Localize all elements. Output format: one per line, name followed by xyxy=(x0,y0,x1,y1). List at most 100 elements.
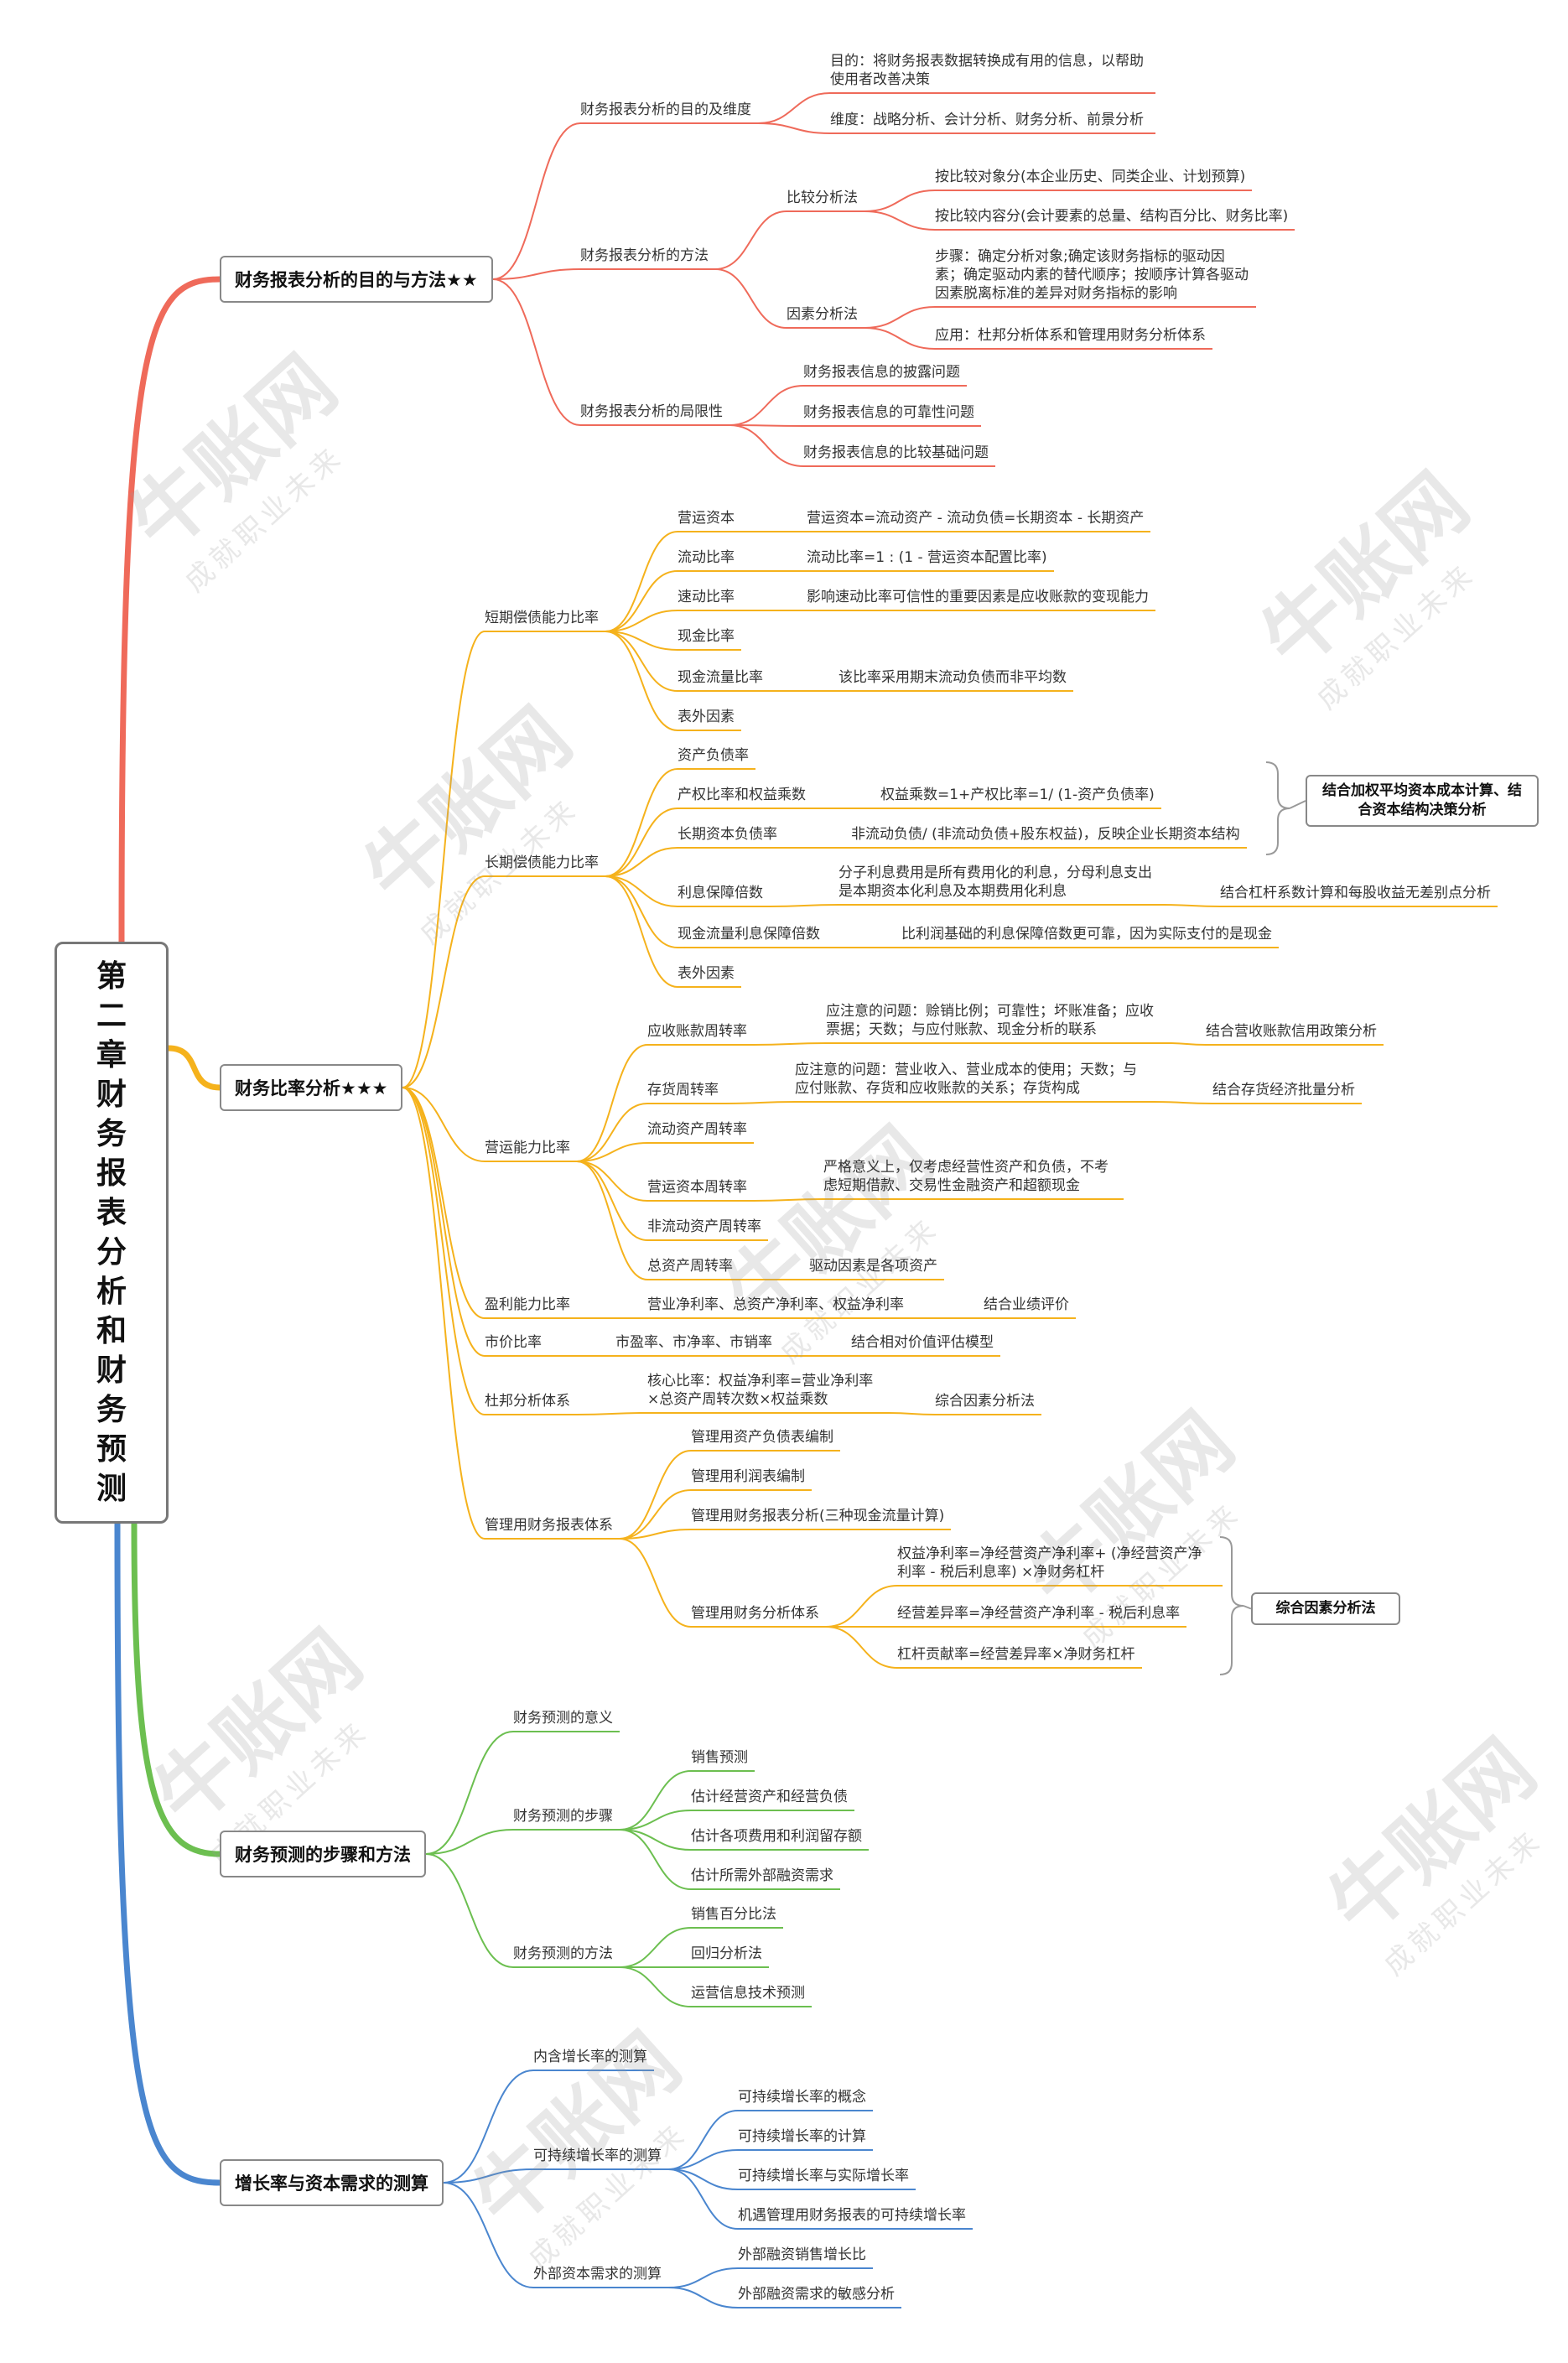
node-comparative-method[interactable]: 比较分析法 xyxy=(787,190,858,206)
item-equity-multiplier[interactable]: 产权比率和权益乘数 xyxy=(678,787,806,803)
item-total-assets-turnover[interactable]: 总资产周转率 xyxy=(647,1258,733,1275)
node-market-ratios[interactable]: 市价比率 xyxy=(485,1334,542,1351)
branch-curve xyxy=(729,424,804,467)
leaf-external-sales-ratio: 外部融资销售增长比 xyxy=(738,2246,866,2263)
branch-curve xyxy=(605,631,678,651)
branch-curve xyxy=(576,1161,648,1202)
item-off-balance-long[interactable]: 表外因素 xyxy=(678,965,735,982)
node-dupont[interactable]: 杜邦分析体系 xyxy=(485,1393,570,1410)
note-long-term[interactable]: 结合加权平均资本成本计算、结合资本结构决策分析 xyxy=(1306,775,1539,827)
branch-curve xyxy=(729,424,804,427)
branch-curve xyxy=(619,1770,692,1831)
branch-curve xyxy=(443,2070,534,2184)
branch-curve xyxy=(605,531,678,632)
item-current-assets-turnover[interactable]: 流动资产周转率 xyxy=(647,1121,747,1138)
main-branch xyxy=(165,1045,223,1091)
topic-analysis-purpose-methods[interactable]: 财务报表分析的目的与方法★★ xyxy=(220,256,493,303)
branch-curve xyxy=(605,570,678,632)
detail-cash-flow-ratio: 该比率采用期末流动负债而非平均数 xyxy=(839,669,1067,686)
branch-curve xyxy=(402,1087,485,1162)
item-inventory-turnover[interactable]: 存货周转率 xyxy=(647,1082,719,1098)
item-long-term-capital-debt[interactable]: 长期资本负债率 xyxy=(678,826,777,843)
item-interest-coverage[interactable]: 利息保障倍数 xyxy=(678,885,763,901)
branch-curve xyxy=(864,190,936,212)
extension-receivables-turnover: 结合营收账款信用政策分析 xyxy=(1206,1023,1377,1040)
branch-curve xyxy=(619,1450,692,1540)
branch-curve xyxy=(825,1585,898,1628)
node-sustainable-growth[interactable]: 可持续增长率的测算 xyxy=(533,2147,662,2164)
node-internal-growth[interactable]: 内含增长率的测算 xyxy=(533,2049,647,2065)
extension-profitability: 结合业绩评价 xyxy=(984,1296,1069,1313)
item-working-capital[interactable]: 营运资本 xyxy=(678,510,735,527)
item-receivables-turnover[interactable]: 应收账款周转率 xyxy=(647,1023,747,1040)
note-management-analysis[interactable]: 综合因素分析法 xyxy=(1251,1592,1400,1625)
branch-curve xyxy=(619,1829,692,1890)
detail-dupont: 核心比率：权益净利率=营业净利率×总资产周转次数×权益乘数 xyxy=(647,1373,874,1408)
node-forecast-steps[interactable]: 财务预测的步骤 xyxy=(513,1808,613,1825)
branch-curve xyxy=(667,2110,739,2170)
branch-curve xyxy=(619,1489,692,1540)
node-analysis-methods[interactable]: 财务报表分析的方法 xyxy=(580,247,709,264)
item-off-balance-short[interactable]: 表外因素 xyxy=(678,709,735,725)
node-profitability[interactable]: 盈利能力比率 xyxy=(485,1296,570,1313)
item-quick-ratio[interactable]: 速动比率 xyxy=(678,589,735,605)
branch-curve xyxy=(576,1161,648,1280)
branch-curve xyxy=(443,2182,534,2288)
item-working-capital-turnover[interactable]: 营运资本周转率 xyxy=(647,1179,747,1196)
item-cash-interest-coverage[interactable]: 现金流量利息保障倍数 xyxy=(678,926,820,943)
branch-curve xyxy=(605,631,678,692)
branch-curve xyxy=(576,1103,648,1162)
item-noncurrent-assets-turnover[interactable]: 非流动资产周转率 xyxy=(647,1218,761,1235)
branch-curve xyxy=(605,875,678,988)
node-forecast-meaning[interactable]: 财务预测的意义 xyxy=(513,1710,613,1727)
branch-curve xyxy=(753,1198,824,1202)
node-forecast-methods[interactable]: 财务预测的方法 xyxy=(513,1945,613,1962)
item-cash-ratio[interactable]: 现金比率 xyxy=(678,628,735,645)
node-purpose-dimensions[interactable]: 财务报表分析的目的及维度 xyxy=(580,101,751,118)
branch-curve xyxy=(714,268,787,329)
branch-curve xyxy=(402,1087,485,1319)
item-cash-flow-ratio[interactable]: 现金流量比率 xyxy=(678,669,763,686)
formula-operating-spread: 经营差异率=净经营资产净利率 - 税后利息率 xyxy=(897,1605,1181,1622)
topic-forecast-steps-methods[interactable]: 财务预测的步骤和方法 xyxy=(220,1831,426,1877)
branch-curve xyxy=(667,2267,739,2288)
branch-curve xyxy=(402,875,485,1088)
node-factor-method[interactable]: 因素分析法 xyxy=(787,306,858,323)
node-external-capital[interactable]: 外部资本需求的测算 xyxy=(533,2266,662,2283)
item-current-ratio[interactable]: 流动比率 xyxy=(678,549,735,566)
extension-market-ratios: 结合相对价值评估模型 xyxy=(851,1334,994,1351)
node-operating-capability[interactable]: 营运能力比率 xyxy=(485,1140,570,1156)
node-short-term-solvency[interactable]: 短期偿债能力比率 xyxy=(485,610,599,626)
node-limitations[interactable]: 财务报表分析的局限性 xyxy=(580,403,723,420)
leaf-purpose: 目的：将财务报表数据转换成有用的信息，以帮助使用者改善决策 xyxy=(830,53,1144,88)
branch-curve xyxy=(576,1161,648,1241)
brace-link xyxy=(1289,800,1306,809)
item-debt-ratio[interactable]: 资产负债率 xyxy=(678,747,749,764)
topic-growth-capital-needs[interactable]: 增长率与资本需求的测算 xyxy=(220,2159,444,2206)
branch-curve xyxy=(729,385,804,426)
root-node[interactable]: 第二章财务报表分析和财务预测 xyxy=(55,942,169,1524)
leaf-sales-percentage: 销售百分比法 xyxy=(691,1906,776,1923)
detail-profitability: 营业净利率、总资产净利率、权益净利率 xyxy=(647,1296,904,1313)
leaf-comparability: 财务报表信息的比较基础问题 xyxy=(803,444,989,461)
item-mgmt-income-statement[interactable]: 管理用利润表编制 xyxy=(691,1468,805,1485)
detail-interest-coverage: 分子利息费用是所有费用化的利息，分母利息支出是本期资本化利息及本期费用化利息 xyxy=(839,865,1152,900)
branch-curve xyxy=(825,1626,898,1669)
detail-total-assets-turnover: 驱动因素是各项资产 xyxy=(809,1258,937,1275)
detail-equity-multiplier: 权益乘数=1+产权比率=1/ (1-资产负债率) xyxy=(880,787,1155,803)
detail-inventory-turnover: 应注意的问题：营业收入、营业成本的使用；天数；与应付账款、存货和应收账款的关系；… xyxy=(795,1062,1137,1097)
branch-curve xyxy=(492,268,581,280)
leaf-dimensions: 维度：战略分析、会计分析、财务分析、前景分析 xyxy=(830,112,1144,128)
node-long-term-solvency[interactable]: 长期偿债能力比率 xyxy=(485,854,599,871)
branch-curve xyxy=(619,1927,692,1968)
branch-curve xyxy=(619,1829,692,1851)
leaf-sgr-mgmt: 机遇管理用财务报表的可持续增长率 xyxy=(738,2207,966,2224)
item-mgmt-analysis[interactable]: 管理用财务报表分析(三种现金流量计算) xyxy=(691,1508,945,1524)
main-branch xyxy=(118,276,223,945)
node-management-statements[interactable]: 管理用财务报表体系 xyxy=(485,1517,613,1534)
item-mgmt-balance-sheet[interactable]: 管理用资产负债表编制 xyxy=(691,1429,833,1446)
item-mgmt-analysis-system[interactable]: 管理用财务分析体系 xyxy=(691,1605,819,1622)
topic-ratio-analysis[interactable]: 财务比率分析★★★ xyxy=(220,1064,403,1111)
branch-curve xyxy=(619,1810,692,1831)
branch-curve xyxy=(769,904,839,907)
